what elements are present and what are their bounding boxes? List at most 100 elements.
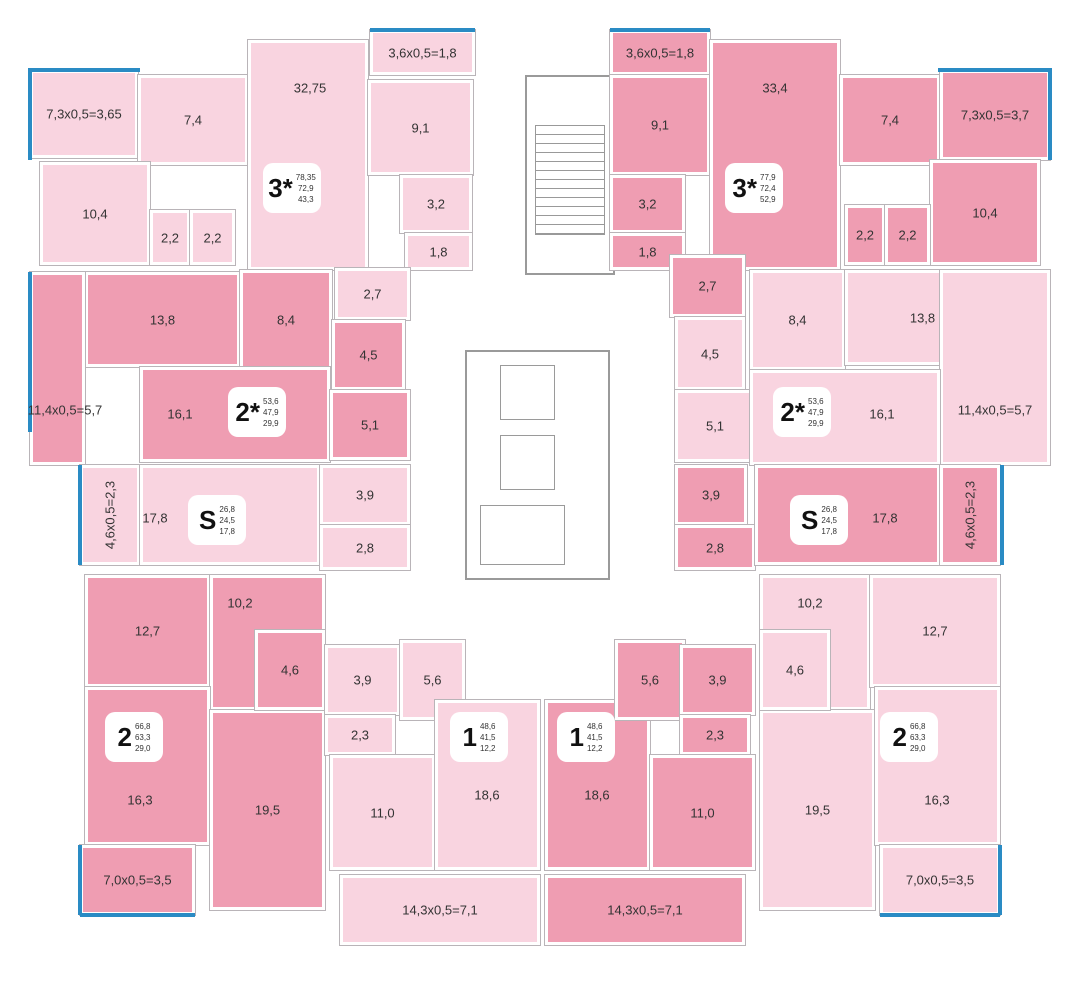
room[interactable]	[404, 232, 473, 271]
room[interactable]	[674, 316, 746, 391]
room[interactable]	[79, 464, 141, 566]
room[interactable]	[339, 874, 541, 946]
apartment-areas: 26,8 24,5 17,8	[219, 504, 235, 537]
living-area: 17,8	[821, 526, 837, 536]
apartment-areas: 66,8 63,3 29,0	[135, 721, 151, 754]
room-area-label: 11,4x0,5=5,7	[957, 402, 1033, 418]
room[interactable]	[759, 629, 831, 711]
room-area-label: 1,8	[638, 244, 657, 259]
room-area-label: 16,3	[127, 792, 153, 808]
apartment-rooms: 2*	[780, 396, 805, 427]
room[interactable]	[399, 174, 473, 234]
room[interactable]	[189, 209, 236, 266]
room[interactable]	[844, 204, 886, 266]
room[interactable]	[759, 709, 876, 911]
room[interactable]	[39, 161, 151, 266]
apartment-area: 72,4	[760, 183, 776, 193]
room[interactable]	[609, 74, 711, 176]
balcony-edge	[938, 68, 1052, 72]
total-area: 66,8	[134, 721, 151, 731]
apartment-badge[interactable]: 2* 53,6 47,9 29,9	[228, 387, 286, 437]
room[interactable]	[84, 574, 211, 688]
room[interactable]	[674, 464, 748, 526]
room-area-label: 2,2	[203, 230, 222, 245]
apartment-badge[interactable]: 2 66,8 63,3 29,0	[880, 712, 938, 762]
room[interactable]	[137, 74, 249, 166]
room-area-label: 2,8	[705, 540, 725, 555]
room[interactable]	[329, 389, 411, 461]
room[interactable]	[839, 74, 941, 166]
room[interactable]	[754, 464, 941, 566]
room[interactable]	[679, 644, 756, 716]
living-area: 29,9	[808, 418, 824, 428]
room-area-label: 19,5	[804, 802, 831, 818]
room-area-label: 5,6	[423, 672, 442, 688]
room[interactable]	[319, 464, 411, 526]
room[interactable]	[884, 204, 931, 266]
apartment-badge[interactable]: 2 66,8 63,3 29,0	[105, 712, 163, 762]
stairs	[535, 125, 605, 235]
room[interactable]	[874, 686, 1001, 846]
apartment-badge[interactable]: 1 48,6 41,5 12,2	[450, 712, 508, 762]
total-area: 48,6	[586, 721, 603, 731]
apartment-badge[interactable]: S 26,8 24,5 17,8	[188, 495, 246, 545]
total-area: 66,8	[909, 721, 926, 731]
room[interactable]	[324, 644, 401, 716]
room[interactable]	[209, 709, 326, 911]
room-area-label: 2,2	[898, 227, 917, 243]
room[interactable]	[247, 39, 369, 271]
balcony-edge	[28, 68, 32, 160]
room-area-label: 3,2	[638, 196, 657, 212]
elevator-shaft	[500, 365, 555, 420]
room[interactable]	[674, 524, 756, 571]
room[interactable]	[79, 844, 196, 916]
room[interactable]	[331, 319, 406, 391]
room[interactable]	[669, 254, 746, 318]
room[interactable]	[29, 271, 86, 466]
room[interactable]	[324, 714, 396, 756]
room[interactable]	[609, 232, 686, 271]
room-area-label: 16,3	[924, 792, 950, 808]
apartment-area: 63,3	[134, 732, 151, 742]
balcony-edge	[370, 28, 475, 32]
apartment-badge[interactable]: 3* 78,35 72,9 43,3	[263, 163, 321, 213]
room[interactable]	[84, 686, 211, 846]
room[interactable]	[334, 267, 411, 321]
room[interactable]	[149, 209, 191, 266]
room[interactable]	[649, 754, 756, 871]
apartment-badge[interactable]: 1 48,6 41,5 12,2	[557, 712, 615, 762]
room[interactable]	[544, 874, 746, 946]
apartment-rooms: 2	[892, 721, 907, 752]
room-area-label: 2,7	[363, 286, 382, 302]
room[interactable]	[319, 524, 411, 571]
apartment-badge[interactable]: 3* 77,9 72,4 52,9	[725, 163, 783, 213]
room-area-label: 12,7	[922, 623, 948, 639]
balcony-edge	[1000, 465, 1004, 565]
room[interactable]	[939, 464, 1001, 566]
room-area-label: 16,1	[869, 406, 895, 422]
room[interactable]	[709, 39, 841, 271]
room-area-label: 9,1	[411, 120, 430, 135]
room[interactable]	[929, 159, 1041, 266]
room[interactable]	[609, 174, 686, 234]
room-area-label: 3,9	[701, 487, 721, 503]
room-area-label: 2,7	[698, 278, 717, 294]
apartment-rooms: 2*	[235, 396, 260, 427]
apartment-areas: 53,6 47,9 29,9	[263, 396, 279, 429]
balcony-edge	[880, 913, 1000, 917]
room[interactable]	[84, 271, 241, 368]
room-area-label: 7,3x0,5=3,65	[46, 106, 122, 122]
living-area: 43,3	[297, 194, 314, 204]
room[interactable]	[679, 714, 751, 756]
room[interactable]	[749, 269, 846, 371]
room[interactable]	[254, 629, 326, 711]
apartment-badge[interactable]: 2* 53,6 47,9 29,9	[773, 387, 831, 437]
apartment-badge[interactable]: S 26,8 24,5 17,8	[790, 495, 848, 545]
room[interactable]	[367, 79, 474, 176]
room[interactable]	[139, 464, 321, 566]
room[interactable]	[939, 269, 1051, 466]
living-area: 29,0	[134, 743, 151, 753]
room[interactable]	[329, 754, 436, 871]
room[interactable]	[869, 574, 1001, 688]
